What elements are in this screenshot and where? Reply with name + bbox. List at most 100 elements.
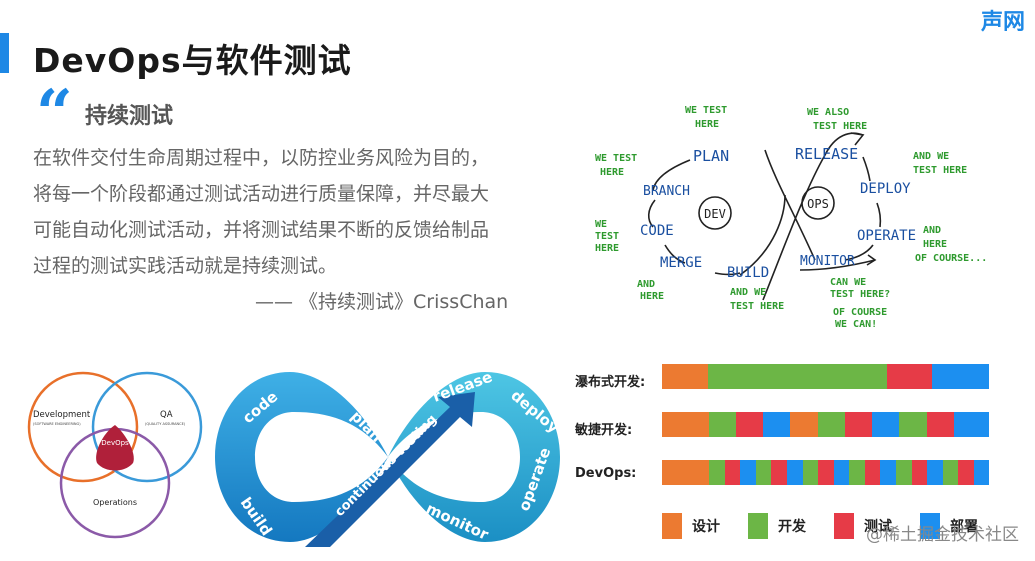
continuous-testing-infinity: code build plan continuous testing relea…: [215, 368, 563, 547]
bar-segment-design: [662, 412, 709, 437]
bar-segment-deploy: [932, 364, 989, 389]
note-plan: WE TEST: [685, 105, 727, 116]
stage-code: CODE: [640, 223, 674, 239]
stage-deploy: DEPLOY: [860, 181, 911, 197]
continuous-testing-arrow: [305, 392, 475, 547]
legend-label-test: 测试: [864, 519, 892, 535]
devops-sketch-diagram: DEV OPS PLAN BRANCH CODE MERGE BUILD REL…: [595, 105, 987, 330]
note-operate: HERE: [923, 239, 947, 250]
row-label-agile: 敏捷开发:: [575, 423, 633, 438]
quote-body: 在软件交付生命周期过程中，以防控业务风险为目的， 将每一个阶段都通过测试活动进行…: [33, 140, 533, 284]
legend-label-design: 设计: [692, 519, 720, 535]
venn-center-devops: [96, 425, 134, 471]
row-label-waterfall: 瀑布式开发:: [575, 375, 646, 390]
bar-segment-dev: [708, 364, 888, 389]
stage-operate: OPERATE: [857, 228, 916, 244]
note-code: WE: [595, 219, 607, 230]
note-monitor: OF COURSE: [833, 307, 887, 318]
venn-circle-development: [27, 371, 139, 483]
brand-logo: 声网: [980, 10, 1025, 35]
note-branch: HERE: [600, 167, 624, 178]
bar-segment-deploy: [833, 460, 850, 485]
bar-segment-test: [864, 460, 881, 485]
ops-circle-label: OPS: [807, 197, 829, 211]
note-release: TEST HERE: [813, 121, 867, 132]
legend-item-dev: 开发: [748, 513, 806, 539]
page-title: DevOps与软件测试: [33, 41, 352, 80]
watermark: @稀土掘金技术社区: [866, 525, 1019, 545]
quote-mark-icon: “: [36, 76, 73, 151]
bar-segment-dev: [709, 460, 725, 485]
legend-item-deploy: 部署: [920, 513, 978, 539]
bar-segment-dev: [895, 460, 912, 485]
infinity-left-loop: [215, 372, 388, 542]
bar-segment-dev: [802, 460, 819, 485]
bar-segment-deploy: [927, 460, 943, 485]
legend-item-design: 设计: [662, 513, 720, 539]
bar-segment-test: [735, 412, 763, 437]
venn-circle-qa: [91, 371, 203, 483]
venn-label-operations: Operations: [93, 498, 137, 507]
legend-label-dev: 开发: [778, 519, 806, 535]
note-build: TEST HERE: [730, 301, 784, 312]
note-code: TEST: [595, 231, 619, 242]
dev-circle-label: DEV: [704, 207, 726, 221]
bar-segment-deploy: [740, 460, 756, 485]
bar-segment-test: [724, 460, 741, 485]
venn-label-development: Development: [33, 410, 91, 420]
quote-line: 过程的测试实践活动就是持续测试。: [33, 255, 338, 277]
bar-segment-design: [790, 412, 818, 437]
note-deploy: AND WE: [913, 151, 949, 162]
legend-item-test: 测试: [834, 513, 892, 539]
note-branch: WE TEST: [595, 153, 637, 164]
note-merge: HERE: [640, 291, 664, 302]
venn-sub-development: (SOFTWARE ENGINEERING): [33, 422, 81, 426]
bar-segment-dev: [708, 412, 736, 437]
quote-line: 可能自动化测试活动，并将测试结果不断的反馈给制品: [33, 219, 490, 241]
legend-swatch-dev: [748, 513, 768, 539]
venn-label-qa: QA: [160, 410, 173, 420]
note-release: WE ALSO: [807, 107, 849, 118]
bar-segment-deploy: [973, 460, 990, 485]
note-monitor: WE CAN!: [835, 319, 877, 330]
note-plan: HERE: [695, 119, 719, 130]
devops-venn-diagram: Development (SOFTWARE ENGINEERING) QA (Q…: [27, 371, 203, 539]
infinity-label-plan: plan: [347, 407, 386, 446]
legend: 设计 开发 测试 部署: [662, 513, 978, 539]
bar-segment-deploy: [872, 412, 900, 437]
stage-release: RELEASE: [795, 145, 858, 163]
legend-swatch-deploy: [920, 513, 940, 539]
bar-waterfall: [662, 364, 989, 389]
bar-segment-test: [818, 460, 834, 485]
infinity-right-loop: [388, 372, 560, 542]
stage-build: BUILD: [727, 265, 769, 281]
bar-segment-deploy: [880, 460, 896, 485]
quote-heading: 持续测试: [85, 104, 174, 129]
note-merge: AND: [637, 279, 655, 290]
bar-segment-test: [911, 460, 928, 485]
title-accent-bar: [0, 33, 9, 73]
note-operate: AND: [923, 225, 941, 236]
note-build: AND WE: [730, 287, 766, 298]
bar-devops: [662, 460, 990, 485]
bar-segment-deploy: [786, 460, 803, 485]
bar-segment-test: [887, 364, 933, 389]
methodology-comparison: 瀑布式开发: 敏捷开发: DevOps: 设计 开发 测试 部署: [575, 358, 1015, 558]
bar-segment-test: [958, 460, 974, 485]
stage-plan: PLAN: [693, 147, 729, 165]
quote-attribution: —— 《持续测试》CrissChan: [255, 291, 509, 313]
bar-segment-dev: [817, 412, 845, 437]
stage-merge: MERGE: [660, 255, 702, 271]
venn-label-devops: DevOps: [101, 439, 129, 447]
bar-segment-test: [926, 412, 954, 437]
bar-segment-test: [844, 412, 872, 437]
stage-monitor: MONITOR: [800, 254, 855, 269]
venn-sub-qa: (QUALITY ASSURANCE): [145, 422, 186, 426]
note-deploy: TEST HERE: [913, 165, 967, 176]
note-monitor: TEST HERE?: [830, 289, 890, 300]
bar-agile: [662, 412, 990, 437]
stage-branch: BRANCH: [643, 184, 690, 199]
legend-swatch-test: [834, 513, 854, 539]
bar-segment-deploy: [953, 412, 990, 437]
bar-segment-design: [662, 460, 710, 485]
